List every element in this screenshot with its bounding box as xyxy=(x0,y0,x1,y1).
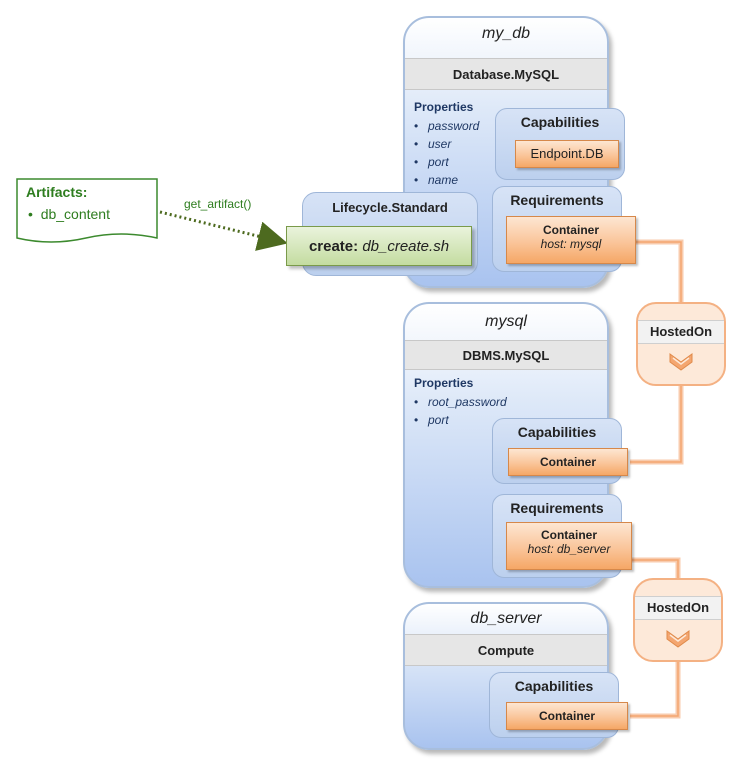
property-item: password xyxy=(414,117,479,135)
requirement-host: host: mysql xyxy=(540,237,602,251)
property-item: port xyxy=(414,153,479,171)
chevron-down-icon xyxy=(666,630,690,648)
node-name-db-server: db_server xyxy=(470,610,542,627)
create-label: create: xyxy=(308,237,359,255)
requirement-container: Container host: db_server xyxy=(506,522,632,570)
artifacts-title: Artifacts: xyxy=(26,184,88,200)
property-item: user xyxy=(414,135,479,153)
capability-label: Container xyxy=(539,455,596,469)
capability-container: Container xyxy=(506,702,628,730)
capability-label: Endpoint.DB xyxy=(530,146,604,161)
relationship-hosted-on-1 xyxy=(636,302,726,386)
artifacts-note: Artifacts: • db_content xyxy=(16,178,158,246)
node-name-mysql: mysql xyxy=(485,313,527,330)
capabilities-title: Capabilities xyxy=(517,424,597,440)
relationship-label: HostedOn xyxy=(635,596,721,620)
properties-list: root_password port xyxy=(414,393,507,429)
property-item: port xyxy=(414,411,507,429)
node-type-db-server: Compute xyxy=(405,634,607,666)
artifact-item-label: db_content xyxy=(40,206,110,222)
bullet: • xyxy=(28,206,41,222)
capability-endpoint-db: Endpoint.DB xyxy=(515,140,619,168)
lifecycle-title: Lifecycle.Standard xyxy=(332,200,448,215)
capabilities-title: Capabilities xyxy=(514,678,594,694)
requirement-name: Container xyxy=(540,528,597,542)
properties-list: password user port name xyxy=(414,117,479,189)
requirements-title: Requirements xyxy=(510,500,604,516)
properties-title: Properties xyxy=(414,376,474,390)
relationship-hosted-on-2 xyxy=(633,578,723,662)
capability-container: Container xyxy=(508,448,628,476)
capability-label: Container xyxy=(538,709,595,723)
property-item: name xyxy=(414,171,479,189)
artifacts-note-shape xyxy=(16,178,158,243)
relationship-label: HostedOn xyxy=(638,320,724,344)
properties-title: Properties xyxy=(414,100,474,114)
node-type-my-db: Database.MySQL xyxy=(405,58,607,90)
node-name-my-db: my_db xyxy=(481,25,531,42)
requirement-host: host: db_server xyxy=(527,542,611,556)
property-item: root_password xyxy=(414,393,507,411)
artifact-item: • db_content xyxy=(28,206,110,222)
create-operation: create: db_create.sh xyxy=(286,226,472,266)
get-artifact-label: get_artifact() xyxy=(184,197,252,211)
get-artifact-arrow xyxy=(159,210,288,251)
requirements-title: Requirements xyxy=(510,192,604,208)
capabilities-title: Capabilities xyxy=(520,114,600,130)
node-type-mysql: DBMS.MySQL xyxy=(405,340,607,370)
requirement-container: Container host: mysql xyxy=(506,216,636,264)
chevron-down-icon xyxy=(669,353,693,371)
create-value: db_create.sh xyxy=(362,237,450,255)
requirement-name: Container xyxy=(542,223,599,237)
